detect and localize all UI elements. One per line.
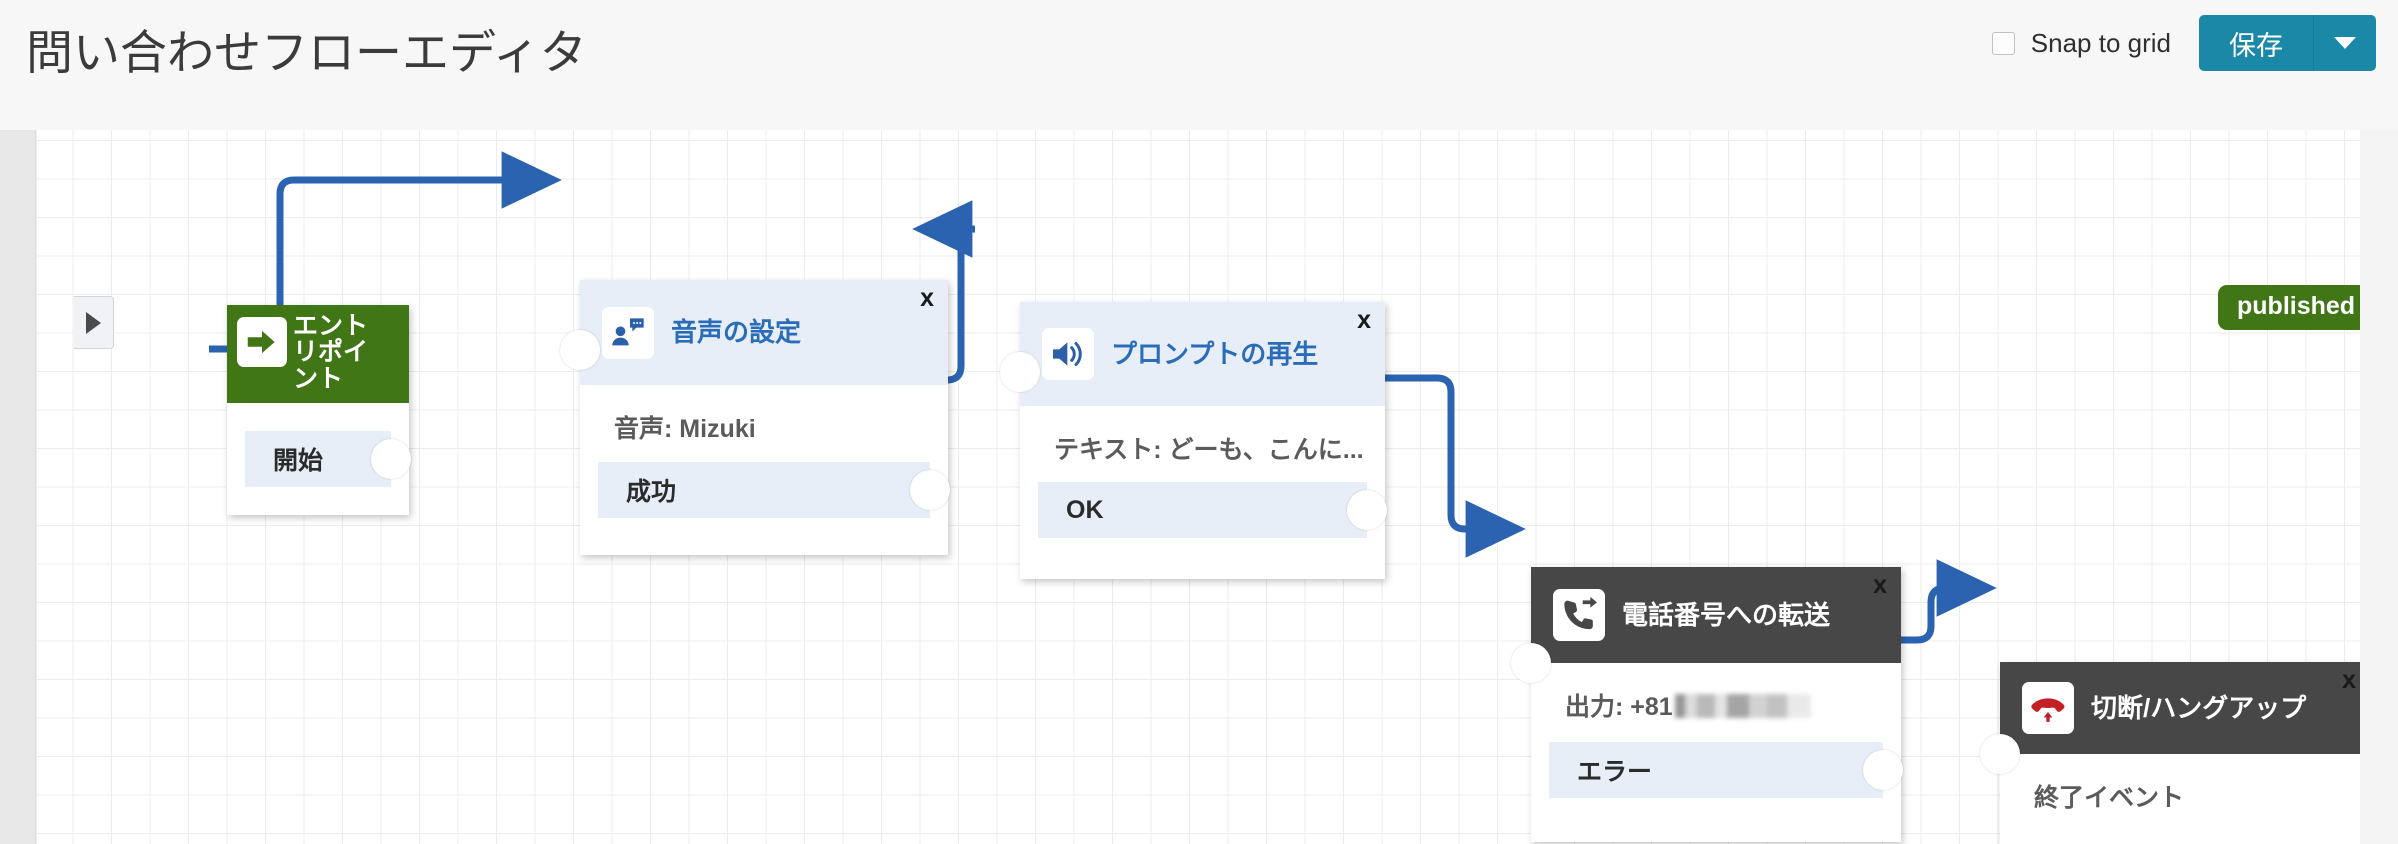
node-port-start[interactable]: 開始 <box>245 431 411 487</box>
port-connector-dot[interactable] <box>1863 750 1903 790</box>
node-input-connector[interactable] <box>1980 734 2020 774</box>
person-speaking-icon <box>602 306 654 359</box>
snap-to-grid-label: Snap to grid <box>2030 27 2171 58</box>
snap-to-grid-checkbox[interactable] <box>1991 31 2015 55</box>
page-title: 問い合わせフローエディタ <box>26 26 587 79</box>
port-connector-dot[interactable] <box>1347 490 1387 530</box>
redacted-phone-number <box>1674 694 1811 718</box>
node-body-text: テキスト: どーも、こんに... <box>1054 436 1364 464</box>
node-transfer-to-number[interactable]: 電話番号への転送 x 出力: +81 エラー <box>1511 567 1903 842</box>
node-title: 切断/ハングアップ <box>2091 692 2307 723</box>
app-header: 問い合わせフローエディタ Snap to grid 保存 <box>0 0 2398 130</box>
node-input-connector[interactable] <box>1000 352 1040 392</box>
save-button[interactable]: 保存 <box>2199 15 2314 71</box>
node-entry-point[interactable]: エントリポイント 開始 <box>227 305 411 515</box>
left-panel-toggle[interactable] <box>74 296 114 349</box>
node-voice-settings[interactable]: 音声の設定 x 音声: Mizuki 成功 <box>560 280 950 555</box>
port-label: 成功 <box>626 478 677 506</box>
port-label: 開始 <box>273 447 324 475</box>
node-input-connector[interactable] <box>560 330 600 370</box>
hangup-phone-icon <box>2022 682 2074 734</box>
header-controls: Snap to grid 保存 <box>1991 15 2376 71</box>
close-icon[interactable]: x <box>920 284 934 312</box>
close-icon[interactable]: x <box>2342 666 2356 694</box>
node-body-text: 出力: +81 <box>1531 663 1901 723</box>
node-header[interactable]: プロンプトの再生 x <box>1020 302 1385 406</box>
port-connector-dot[interactable] <box>910 470 950 510</box>
node-port-error[interactable]: エラー <box>1549 742 1903 798</box>
node-input-connector[interactable] <box>1511 643 1551 683</box>
chevron-down-icon <box>2334 37 2356 49</box>
triangle-right-icon <box>86 311 101 334</box>
node-title: 電話番号への転送 <box>1622 599 1831 630</box>
node-header[interactable]: 音声の設定 x <box>580 280 948 385</box>
call-forward-icon <box>1553 589 1605 641</box>
node-hangup[interactable]: 切断/ハングアップ x 終了イベント <box>1980 662 2360 844</box>
port-connector-dot[interactable] <box>371 439 411 479</box>
flow-canvas-area: published エントリポイント 開始 <box>0 130 2398 844</box>
save-dropdown-button[interactable] <box>2314 15 2376 71</box>
node-title: 音声の設定 <box>671 317 802 348</box>
node-play-prompt[interactable]: プロンプトの再生 x テキスト: どーも、こんに... OK <box>1000 302 1387 579</box>
status-badge: published <box>2218 285 2360 330</box>
canvas-left-gutter <box>0 130 36 844</box>
flow-canvas[interactable]: published エントリポイント 開始 <box>37 130 2360 844</box>
save-split-button: 保存 <box>2199 15 2376 71</box>
arrow-right-entry-icon <box>237 317 287 367</box>
speaker-icon <box>1042 328 1094 380</box>
close-icon[interactable]: x <box>1873 571 1887 599</box>
canvas-right-gutter <box>2360 130 2398 844</box>
port-label: OK <box>1066 495 1104 524</box>
node-title: プロンプトの再生 <box>1111 338 1319 369</box>
node-body-text: 音声: Mizuki <box>614 415 756 443</box>
node-title: エントリポイント <box>293 312 369 393</box>
snap-to-grid-control[interactable]: Snap to grid <box>1991 27 2171 59</box>
node-port-ok[interactable]: OK <box>1038 482 1387 538</box>
node-header[interactable]: 電話番号への転送 x <box>1531 567 1901 663</box>
close-icon[interactable]: x <box>1357 306 1371 334</box>
port-label: エラー <box>1577 758 1653 786</box>
node-header[interactable]: 切断/ハングアップ x <box>2000 662 2360 754</box>
node-header[interactable]: エントリポイント <box>227 305 409 403</box>
node-port-success[interactable]: 成功 <box>598 462 950 518</box>
output-number-prefix: 出力: +81 <box>1565 693 1673 721</box>
node-body-text: 終了イベント <box>2034 784 2185 812</box>
